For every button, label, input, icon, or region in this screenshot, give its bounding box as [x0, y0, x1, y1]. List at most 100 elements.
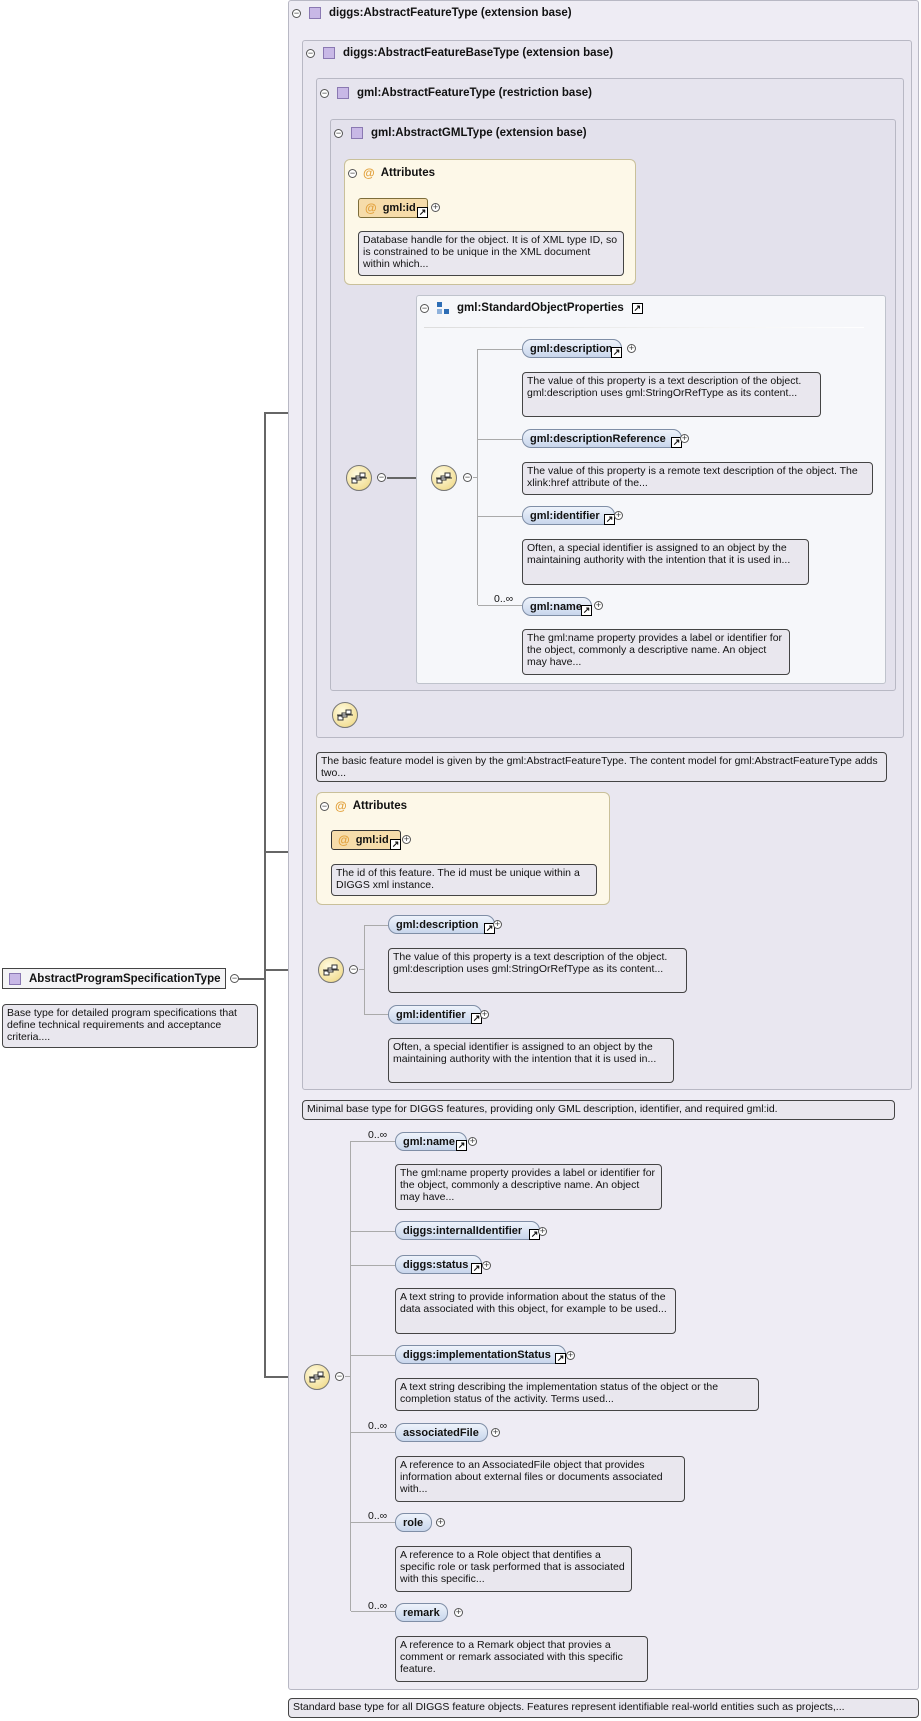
gml-id-label-1: gml:id: [382, 202, 416, 214]
connector: [359, 969, 365, 970]
sequence-compositor[interactable]: [304, 1364, 330, 1390]
collapse-button[interactable]: −: [334, 127, 343, 138]
seq2-identifier[interactable]: gml:identifier ↗: [388, 1005, 482, 1024]
gml-abstract-gml-type-header[interactable]: − gml:AbstractGMLType (extension base): [334, 127, 587, 139]
collapse-button[interactable]: −: [348, 167, 357, 178]
expand-button[interactable]: +: [482, 1260, 491, 1270]
seq3-implementation-status[interactable]: diggs:implementationStatus ↗: [395, 1345, 566, 1364]
seq2-description[interactable]: gml:description ↗: [388, 915, 495, 934]
gml-id-note-2: The id of this feature. The id must be u…: [331, 864, 597, 896]
seq3-note: The gml:name property provides a label o…: [395, 1164, 662, 1210]
attribute-icon: @: [335, 799, 347, 813]
connector: [478, 516, 522, 517]
seq3-gml-name[interactable]: gml:name ↗: [395, 1132, 467, 1151]
complex-type-icon: [323, 47, 335, 59]
expand-button[interactable]: +: [627, 343, 636, 353]
seq3-label: associatedFile: [403, 1426, 479, 1439]
expand-button[interactable]: +: [436, 1517, 445, 1527]
standard-object-properties-label: gml:StandardObjectProperties: [457, 302, 624, 314]
collapse-button[interactable]: −: [292, 7, 301, 18]
gml-id-attribute-2[interactable]: @ gml:id ↗: [331, 830, 401, 850]
collapse-button[interactable]: −: [306, 47, 315, 58]
gml-id-attribute-1[interactable]: @ gml:id ↗: [358, 198, 428, 218]
connector: [351, 1355, 395, 1356]
connector: [478, 439, 522, 440]
seq3-label: diggs:implementationStatus: [403, 1348, 551, 1361]
abstract-feature-type-header[interactable]: − diggs:AbstractFeatureType (extension b…: [292, 7, 572, 19]
inner-sequence-compositor[interactable]: [431, 465, 457, 491]
gml-abstract-feature-type-header[interactable]: − gml:AbstractFeatureType (restriction b…: [320, 87, 592, 99]
std-item-note: Often, a special identifier is assigned …: [522, 539, 809, 585]
attribute-icon: @: [338, 833, 350, 847]
seq3-note: A text string to provide information abo…: [395, 1288, 676, 1334]
complex-type-icon: [309, 7, 321, 19]
expand-button[interactable]: +: [491, 1427, 500, 1437]
collapse-button[interactable]: −: [320, 87, 329, 98]
expand-button[interactable]: +: [402, 834, 411, 844]
seq2-note: The value of this property is a text des…: [388, 948, 687, 993]
collapse-button[interactable]: −: [349, 964, 358, 974]
seq3-status[interactable]: diggs:status ↗: [395, 1255, 482, 1274]
seq3-remark[interactable]: remark: [395, 1603, 448, 1622]
seq3-internal-identifier[interactable]: diggs:internalIdentifier ↗: [395, 1221, 540, 1240]
root-note: Base type for detailed program specifica…: [2, 1004, 258, 1048]
connector: [351, 1611, 395, 1612]
occurrence-label: 0..∞: [368, 1420, 388, 1432]
reference-arrow-icon: ↗: [555, 1353, 566, 1364]
group-icon: [437, 302, 449, 314]
expand-button[interactable]: +: [480, 1009, 489, 1019]
attributes-title-1: Attributes: [380, 167, 436, 179]
expand-button[interactable]: +: [493, 919, 502, 929]
connector: [351, 1432, 395, 1433]
expand-button[interactable]: +: [614, 510, 623, 520]
attributes-header-2[interactable]: − @ Attributes: [320, 799, 407, 813]
expand-button[interactable]: +: [594, 600, 603, 610]
connector: [478, 605, 522, 606]
inner-seq-stub: [473, 477, 478, 478]
connector: [478, 349, 522, 350]
reference-arrow-icon: ↗: [456, 1140, 467, 1151]
group-header-divider: [424, 327, 864, 328]
std-item-identifier[interactable]: gml:identifier ↗: [522, 506, 615, 525]
connector: [351, 1141, 395, 1142]
reference-arrow-icon: ↗: [417, 207, 428, 218]
sequence-compositor[interactable]: [346, 465, 372, 491]
connector: [351, 1265, 395, 1266]
occurrence-label: 0..∞: [368, 1129, 388, 1141]
seq3-label: diggs:status: [403, 1258, 469, 1271]
abstract-feature-base-type-header[interactable]: − diggs:AbstractFeatureBaseType (extensi…: [306, 47, 613, 59]
root-connector: [234, 978, 264, 980]
seq3-role[interactable]: role: [395, 1513, 432, 1532]
collapse-button[interactable]: −: [420, 302, 429, 313]
attribute-icon: @: [365, 201, 377, 215]
attributes-header-1[interactable]: − @ Attributes: [348, 166, 435, 180]
collapse-button[interactable]: −: [320, 800, 329, 811]
standard-object-properties-header[interactable]: − gml:StandardObjectProperties ↗: [420, 302, 643, 314]
occurrence-label: 0..∞: [368, 1510, 388, 1522]
complex-type-icon: [351, 127, 363, 139]
collapse-root-button[interactable]: −: [230, 973, 239, 983]
collapse-button[interactable]: −: [463, 472, 472, 482]
expand-button[interactable]: +: [680, 433, 689, 443]
branch-vertical: [264, 412, 266, 1378]
seq3-associated-file[interactable]: associatedFile: [395, 1423, 488, 1442]
collapse-button[interactable]: −: [335, 1371, 344, 1381]
expand-button[interactable]: +: [454, 1607, 463, 1617]
gml-id-label-2: gml:id: [355, 834, 389, 846]
expand-button[interactable]: +: [566, 1350, 575, 1360]
std-item-name[interactable]: gml:name ↗: [522, 597, 592, 616]
gml-abstract-gml-type-label: gml:AbstractGMLType (extension base): [371, 127, 587, 139]
expand-button[interactable]: +: [468, 1136, 477, 1146]
std-item-description-reference[interactable]: gml:descriptionReference ↗: [522, 429, 682, 448]
root-element[interactable]: AbstractProgramSpecificationType: [2, 968, 226, 989]
reference-arrow-icon: ↗: [471, 1263, 482, 1274]
std-item-description[interactable]: gml:description ↗: [522, 339, 622, 358]
std-item-note: The value of this property is a text des…: [522, 372, 821, 417]
sequence-compositor[interactable]: [318, 957, 344, 983]
occurrence-label: 0..∞: [368, 1600, 388, 1612]
expand-button[interactable]: +: [538, 1226, 547, 1236]
seq3-label: diggs:internalIdentifier: [403, 1224, 523, 1237]
expand-button[interactable]: +: [431, 202, 440, 212]
sequence-compositor[interactable]: [332, 702, 358, 728]
collapse-button[interactable]: −: [377, 472, 386, 482]
